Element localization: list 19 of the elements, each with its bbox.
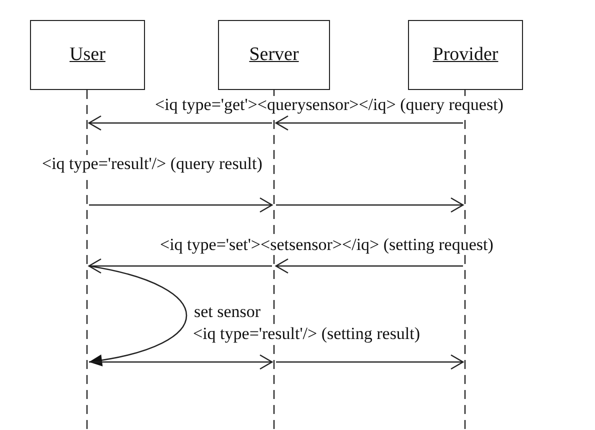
lifeline-header-box bbox=[30, 20, 145, 90]
participant-name: User bbox=[70, 44, 106, 66]
message-arrow bbox=[275, 115, 463, 131]
message-arrow bbox=[276, 354, 464, 370]
message-arrow bbox=[275, 258, 463, 274]
message-label: <iq type='result'/> (query result) bbox=[42, 155, 262, 174]
message-label: <iq type='set'><setsensor></iq> (setting request) bbox=[160, 236, 494, 255]
message-label: <iq type='result'/> (setting result) bbox=[193, 325, 420, 344]
message-arrow bbox=[89, 197, 273, 213]
self-message-arrow bbox=[88, 265, 187, 366]
message-arrow bbox=[89, 354, 273, 370]
message-arrow bbox=[88, 258, 272, 274]
participant-name: Server bbox=[249, 44, 299, 66]
message-arrow bbox=[276, 197, 464, 213]
lifeline-header-box bbox=[408, 20, 523, 90]
participant-name: Provider bbox=[432, 44, 498, 66]
message-arrow bbox=[88, 115, 272, 131]
lifeline-header-box bbox=[218, 20, 330, 90]
message-label: <iq type='get'><querysensor></iq> (query request) bbox=[155, 96, 504, 115]
